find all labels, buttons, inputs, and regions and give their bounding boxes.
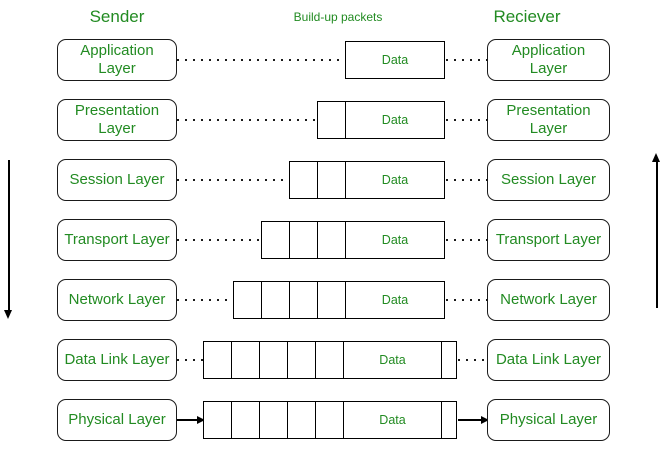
packet-box: Data — [233, 281, 445, 319]
receiver-connector — [458, 359, 487, 361]
sender-layer-label: Data Link Layer — [64, 351, 170, 368]
packet-header-cell — [232, 342, 260, 378]
packet-data-cell: Data — [344, 342, 442, 378]
receiver-connector — [446, 179, 487, 181]
packet-data-label: Data — [381, 173, 409, 187]
packet-header-cell — [318, 282, 346, 318]
packet-header-cell — [260, 402, 288, 438]
packet-header-cell — [262, 282, 290, 318]
packet-trailer-cell — [442, 402, 456, 438]
packet-header-cell — [290, 162, 318, 198]
receiver-connector — [446, 299, 487, 301]
packet-header-cell — [232, 402, 260, 438]
sender-connector — [177, 359, 203, 361]
packet-header-cell — [316, 402, 344, 438]
packet-data-cell: Data — [346, 42, 444, 78]
receiver-layer-label: Physical Layer — [499, 411, 598, 428]
sender-connector — [177, 299, 233, 301]
sender-connector — [177, 59, 345, 61]
sender-layer-label: Transport Layer — [64, 231, 170, 248]
sender-connector — [177, 239, 261, 241]
packet-data-label: Data — [381, 53, 409, 67]
receiver-heading: Reciever — [493, 7, 561, 26]
packet-header-cell — [290, 282, 318, 318]
buildup-packets-heading: Build-up packets — [293, 10, 383, 24]
packet-header-cell — [318, 162, 346, 198]
packet-data-label: Data — [381, 293, 409, 307]
sender-arrow-connector — [177, 419, 203, 421]
packet-data-cell: Data — [344, 402, 442, 438]
packet-box: Data — [203, 341, 457, 379]
packet-box: Data — [203, 401, 457, 439]
packet-box: Data — [345, 41, 445, 79]
sender-layer-box: Physical Layer — [57, 399, 177, 441]
sender-layer-label: Presentation Layer — [74, 102, 160, 137]
sender-layer-label: Physical Layer — [68, 411, 166, 428]
packet-trailer-cell — [442, 342, 456, 378]
packet-data-cell: Data — [346, 282, 444, 318]
sender-heading: Sender — [89, 7, 145, 26]
receiver-layer-label: Transport Layer — [495, 231, 602, 248]
sender-layer-box: Presentation Layer — [57, 99, 177, 141]
receiver-arrow-connector — [458, 419, 487, 421]
sender-layer-label: Network Layer — [68, 291, 166, 308]
packet-header-cell — [318, 222, 346, 258]
sender-layer-box: Application Layer — [57, 39, 177, 81]
receiver-connector — [446, 59, 487, 61]
packet-header-cell — [288, 342, 316, 378]
packet-box: Data — [261, 221, 445, 259]
packet-box: Data — [317, 101, 445, 139]
packet-data-label: Data — [379, 413, 406, 427]
sender-layer-label: Session Layer — [69, 171, 165, 188]
packet-header-cell — [204, 342, 232, 378]
receiver-layer-box: Application Layer — [487, 39, 610, 81]
packet-data-cell: Data — [346, 162, 444, 198]
receiver-flow-arrow-up-icon — [653, 153, 660, 308]
receiver-layer-box: Network Layer — [487, 279, 610, 321]
sender-layer-box: Transport Layer — [57, 219, 177, 261]
packet-header-cell — [318, 102, 346, 138]
packet-header-cell — [204, 402, 232, 438]
receiver-layer-box: Physical Layer — [487, 399, 610, 441]
packet-header-cell — [260, 342, 288, 378]
receiver-layer-label: Application Layer — [511, 42, 586, 77]
receiver-layer-box: Transport Layer — [487, 219, 610, 261]
receiver-layer-label: Presentation Layer — [506, 102, 591, 137]
packet-header-cell — [234, 282, 262, 318]
sender-layer-label: Application Layer — [80, 42, 154, 77]
packet-data-label: Data — [379, 353, 406, 367]
receiver-connector — [446, 239, 487, 241]
sender-layer-box: Session Layer — [57, 159, 177, 201]
sender-flow-arrow-down-icon — [5, 160, 12, 319]
packet-box: Data — [289, 161, 445, 199]
sender-connector — [177, 179, 289, 181]
receiver-layer-label: Session Layer — [500, 171, 597, 188]
receiver-connector — [446, 119, 487, 121]
packet-data-cell: Data — [346, 222, 444, 258]
receiver-layer-label: Data Link Layer — [495, 351, 602, 368]
receiver-layer-box: Presentation Layer — [487, 99, 610, 141]
receiver-layer-box: Session Layer — [487, 159, 610, 201]
packet-header-cell — [316, 342, 344, 378]
packet-header-cell — [288, 402, 316, 438]
sender-layer-box: Data Link Layer — [57, 339, 177, 381]
packet-data-label: Data — [381, 233, 409, 247]
receiver-layer-box: Data Link Layer — [487, 339, 610, 381]
packet-data-cell: Data — [346, 102, 444, 138]
packet-data-label: Data — [381, 113, 409, 127]
packet-header-cell — [290, 222, 318, 258]
sender-connector — [177, 119, 317, 121]
sender-layer-box: Network Layer — [57, 279, 177, 321]
packet-header-cell — [262, 222, 290, 258]
receiver-layer-label: Network Layer — [500, 291, 597, 308]
